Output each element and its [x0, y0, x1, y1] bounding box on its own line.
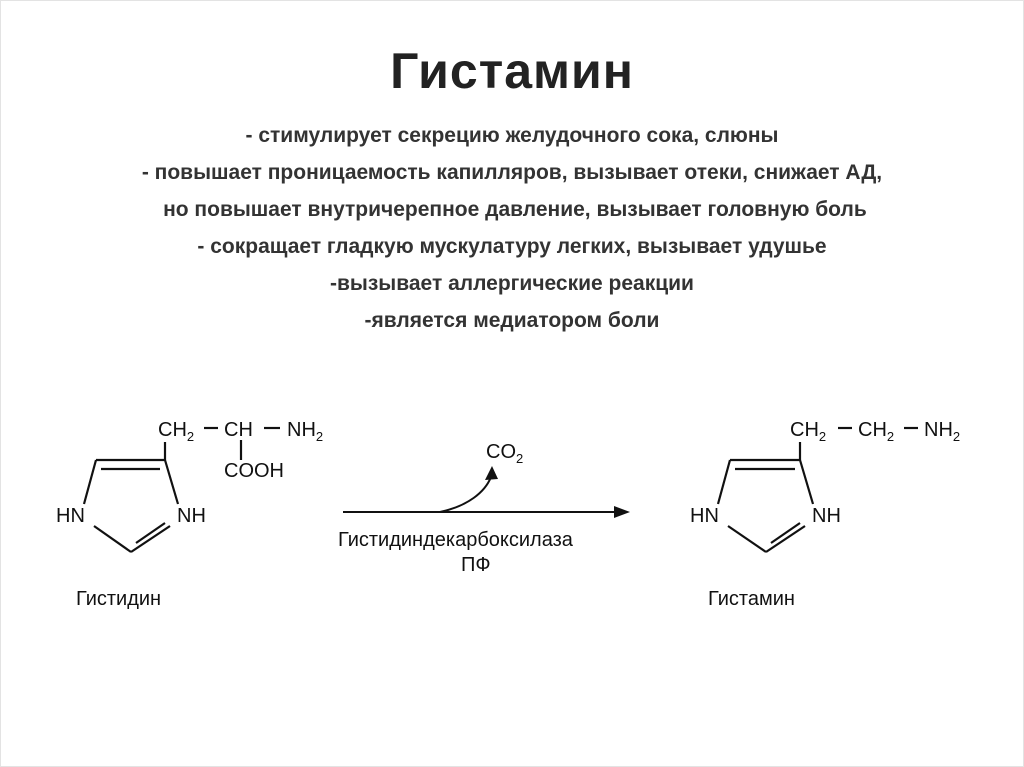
effect-item: - стимулирует секрецию желудочного сока,… — [245, 124, 779, 147]
effect-item: но повышает внутричерепное давление, выз… — [157, 198, 867, 221]
effect-item: - повышает проницаемость капилляров, выз… — [141, 161, 883, 184]
histamine-ch2-label-1: CH2 — [790, 419, 826, 444]
histamine-ring-double-bottom — [770, 522, 801, 544]
histamine-ch2-label-2: CH2 — [858, 419, 894, 444]
reaction-arrow: CO2 Гистидиндекарбоксилаза ПФ — [338, 441, 630, 576]
histidine-hn-label: HN — [56, 505, 85, 527]
histidine-ring-double-bottom — [135, 522, 166, 544]
histidine-structure: CH2 CH NH2 COOH HN NH Гистидин — [56, 419, 323, 610]
histidine-ring-bond-bottom-left — [93, 525, 132, 553]
histamine-hn-label: HN — [690, 505, 719, 527]
histidine-nh-label: NH — [177, 505, 206, 527]
effect-item: - сокращает гладкую мускулатуру легких, … — [197, 235, 827, 258]
enzyme-label: Гистидиндекарбоксилаза — [338, 529, 574, 551]
histamine-ring-bond-bottom-right — [765, 525, 806, 553]
histamine-ring-bond-bottom-left — [727, 525, 767, 553]
histidine-cooh-label: COOH — [224, 460, 284, 482]
histidine-ring-bond-left — [82, 459, 98, 505]
histamine-ring-bond-right — [798, 459, 815, 505]
effects-list: - стимулирует секрецию желудочного сока,… — [0, 117, 1024, 339]
histamine-nh-label: NH — [812, 505, 841, 527]
histamine-ring-bond-left — [716, 459, 732, 505]
histidine-ch-label: CH — [224, 419, 253, 441]
page-title: Гистамин — [390, 43, 634, 99]
cofactor-label: ПФ — [461, 554, 491, 576]
histamine-structure: CH2 CH2 NH2 HN NH Гистамин — [690, 419, 960, 610]
histamine-nh2-label: NH2 — [924, 419, 960, 444]
effect-item: -является медиатором боли — [364, 309, 660, 332]
histidine-ch2-label: CH2 — [158, 419, 194, 444]
histidine-name: Гистидин — [76, 588, 161, 610]
effect-item: -вызывает аллергические реакции — [330, 272, 694, 295]
histidine-ring-bond-right — [163, 459, 180, 505]
reaction-scheme: CH2 CH NH2 COOH HN NH Гистидин CO2 Гисти… — [56, 419, 960, 610]
histidine-ring-bond-bottom-right — [130, 525, 171, 553]
co2-release-curve — [439, 476, 492, 513]
reaction-arrow-head — [614, 506, 630, 518]
histidine-nh2-label: NH2 — [287, 419, 323, 444]
co2-label: CO2 — [486, 441, 523, 466]
histamine-name: Гистамин — [708, 588, 795, 610]
co2-release-arrow-head — [485, 466, 498, 480]
